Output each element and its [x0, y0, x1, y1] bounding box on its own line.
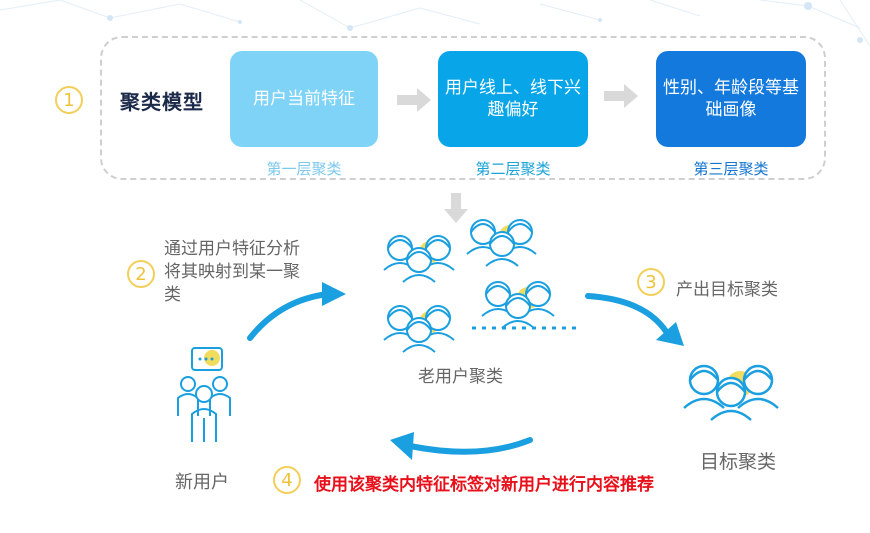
layer-2-caption: 第二层聚类 [475, 160, 551, 178]
step-3-description: 产出目标聚类 [676, 280, 778, 300]
layer-3-box: 性别、年龄段等基础画像 [656, 51, 806, 147]
old-users-label: 老用户聚类 [418, 367, 503, 387]
step-4-description: 使用该聚类内特征标签对新用户进行内容推荐 [314, 475, 654, 495]
step-2-description: 通过用户特征分析将其映射到某一聚类 [164, 239, 300, 305]
cluster-model-frame [100, 36, 826, 180]
new-user-label: 新用户 [175, 472, 229, 493]
arrow-right-icon [604, 84, 638, 108]
layer-3-caption: 第三层聚类 [693, 160, 769, 178]
layer-1-caption: 第一层聚类 [266, 160, 342, 178]
step-1-badge: 1 [55, 86, 83, 114]
step-2-badge: 2 [127, 260, 155, 288]
arrow-down-icon [444, 193, 468, 223]
cluster-model-label: 聚类模型 [120, 90, 204, 114]
new-user-icon [177, 347, 231, 442]
target-cluster-label: 目标聚类 [700, 451, 777, 473]
arrow-right-icon [397, 88, 431, 112]
step-3-badge: 3 [637, 268, 665, 296]
old-users-cluster-icon [383, 219, 582, 353]
target-cluster-icon [683, 364, 779, 421]
layer-2-box: 用户线上、线下兴趣偏好 [438, 51, 588, 147]
layer-1-box: 用户当前特征 [230, 51, 378, 147]
step-4-badge: 4 [273, 466, 301, 494]
